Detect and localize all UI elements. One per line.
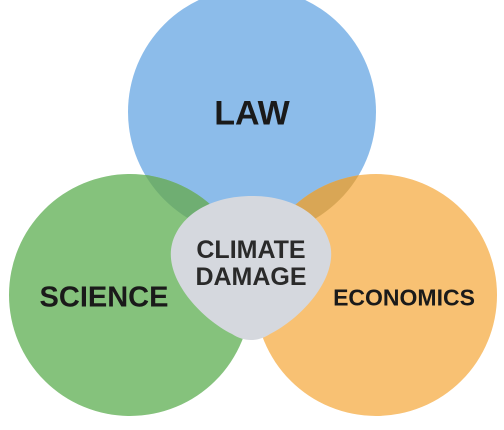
law-label: LAW — [214, 94, 290, 133]
science-label: SCIENCE — [39, 281, 169, 314]
economics-label: ECONOMICS — [333, 284, 475, 311]
climate-damage-line-2: DAMAGE — [195, 263, 307, 291]
law-circle — [128, 0, 376, 236]
climate-damage-center-shape — [170, 196, 332, 340]
climate-damage-label: CLIMATE DAMAGE — [195, 237, 306, 291]
climate-damage-line-1: CLIMATE — [196, 236, 306, 264]
